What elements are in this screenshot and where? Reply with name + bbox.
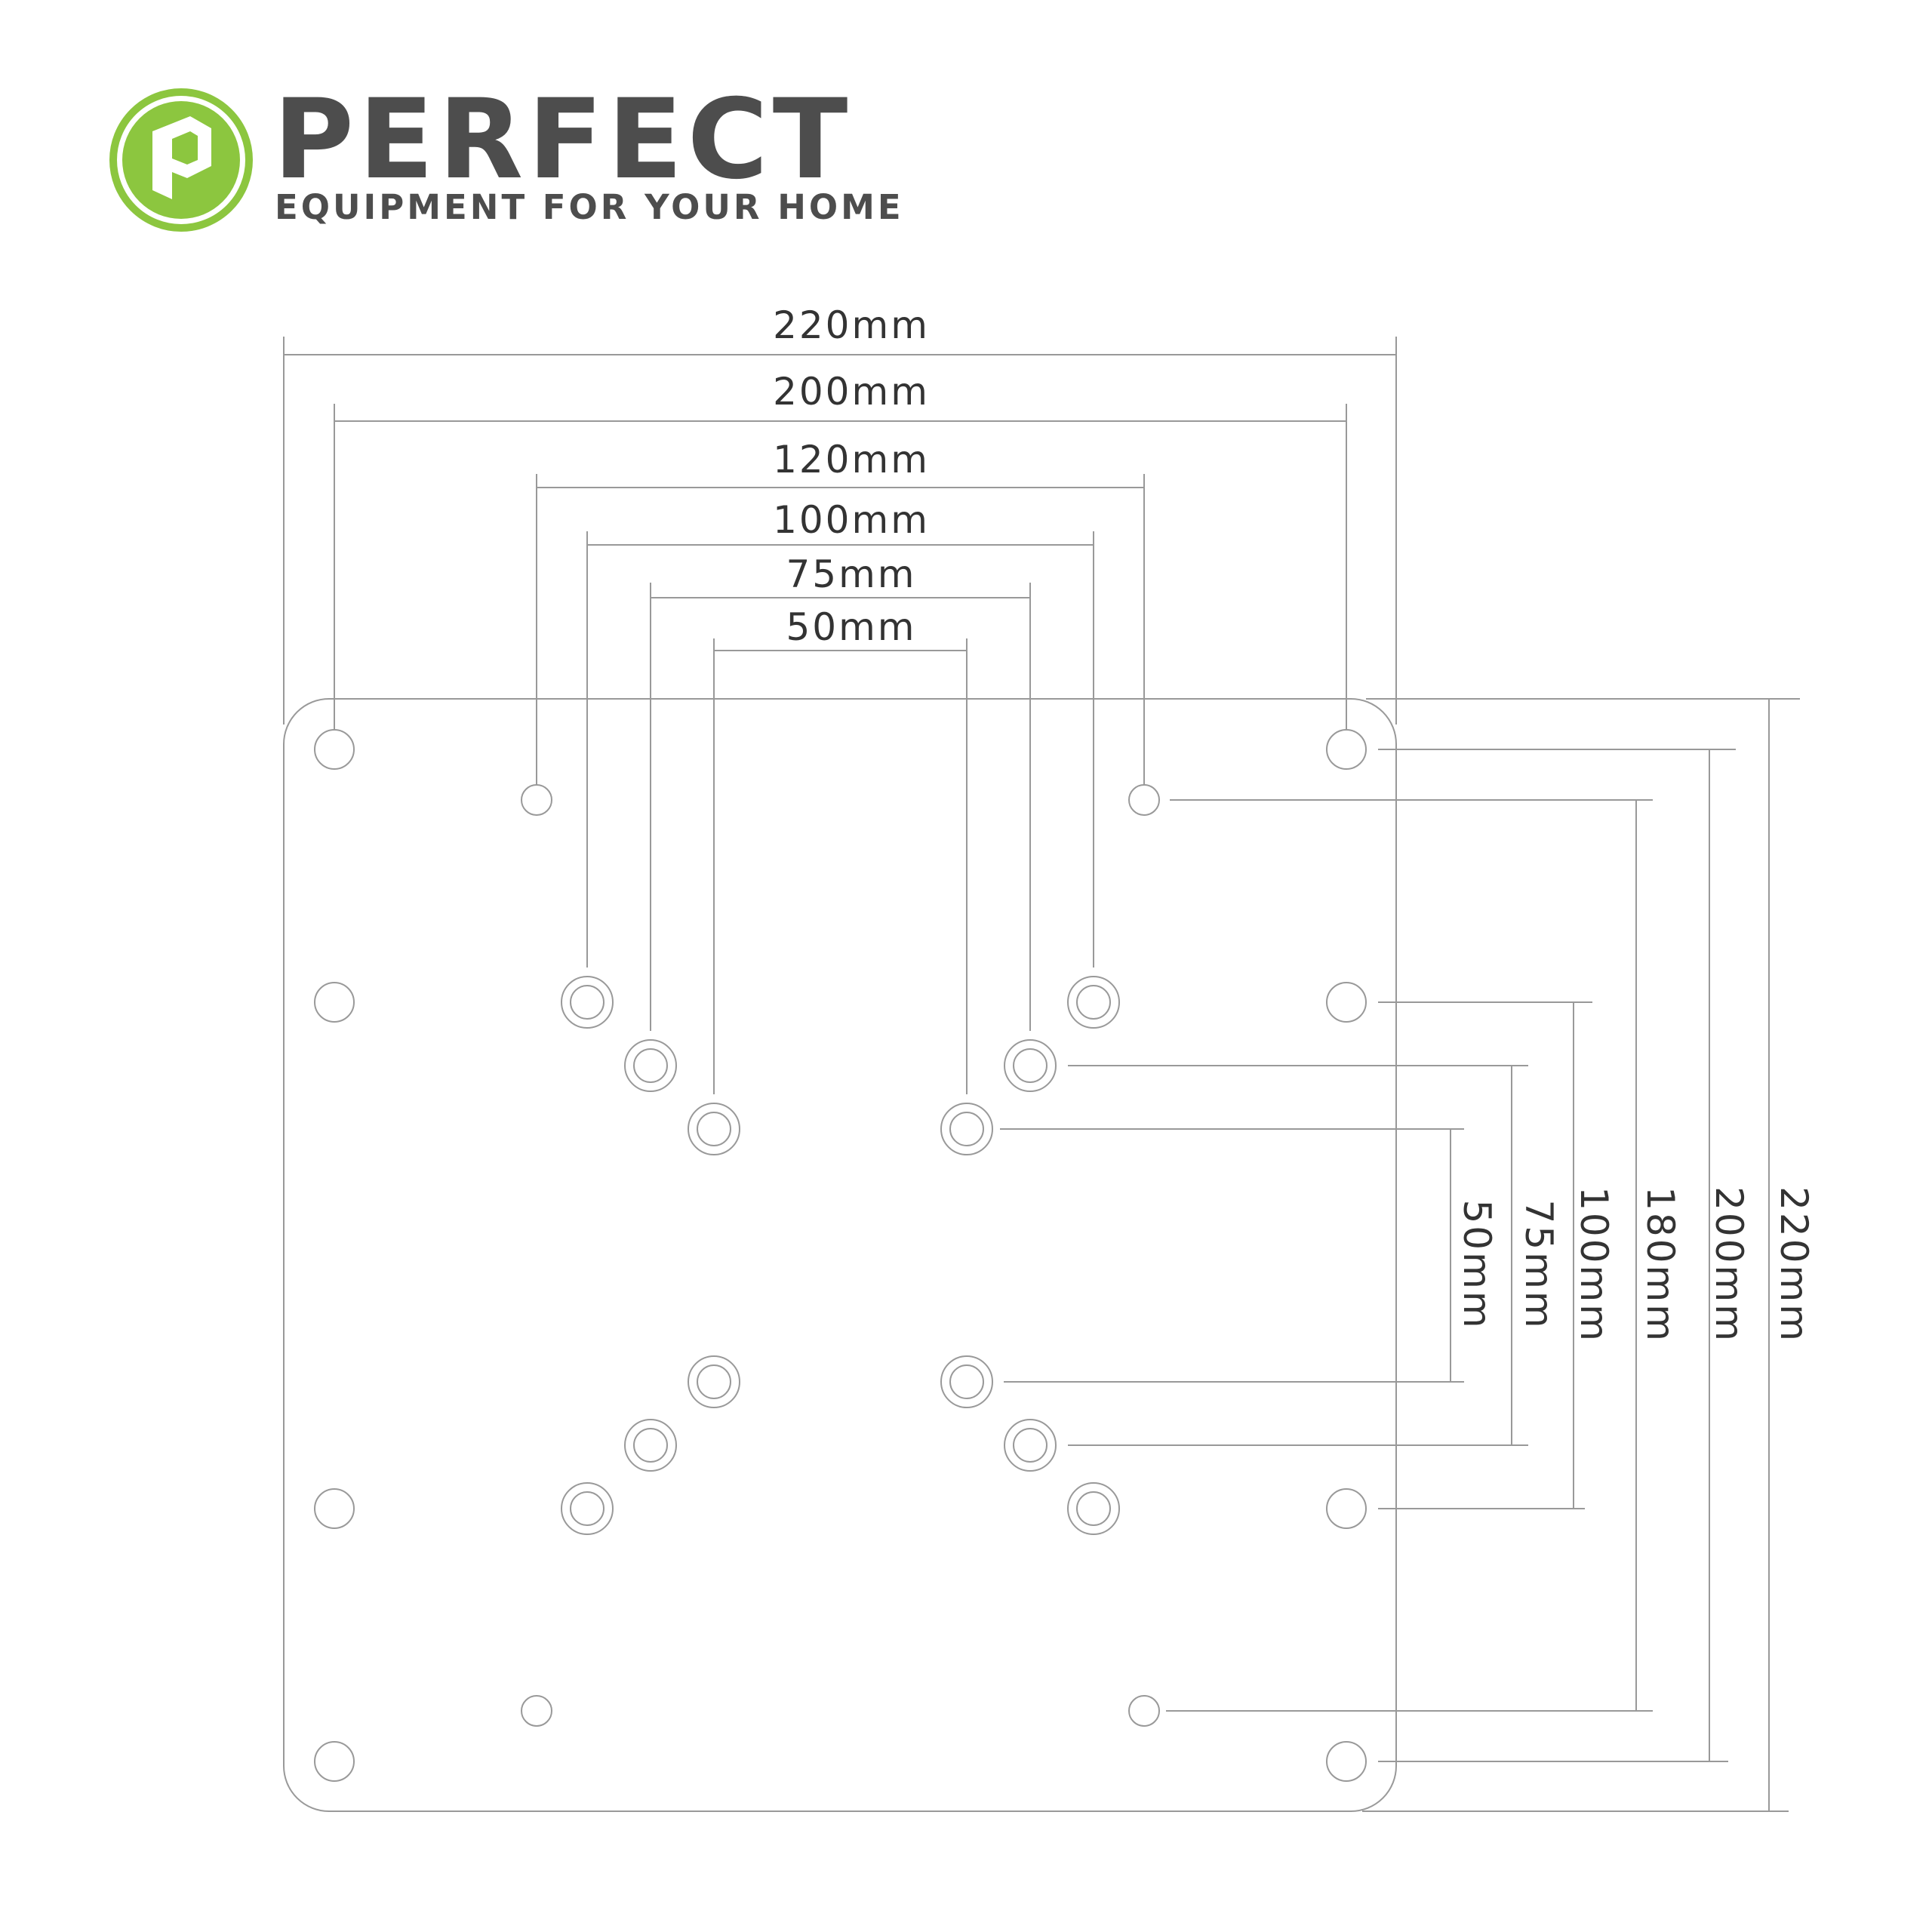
dim-label-v-75: 75mm [1517, 1199, 1561, 1330]
hole-120-tr [1128, 784, 1160, 816]
hole-120-bl [521, 1695, 552, 1727]
vertical-dimension-lines [1000, 698, 1800, 1812]
dim-label-h-120: 120mm [773, 438, 930, 481]
hole-200-tl [314, 729, 355, 770]
hole-75-bl [624, 1419, 677, 1472]
hole-50-bl [688, 1355, 740, 1408]
horizontal-dimension-labels: 220mm 200mm 120mm 100mm 75mm 50mm [773, 303, 930, 649]
hole-75-br [1004, 1419, 1057, 1472]
hole-side-l2 [314, 1488, 355, 1529]
hole-120-br [1128, 1695, 1160, 1727]
hole-side-r1 [1326, 982, 1367, 1023]
mounting-holes [314, 729, 1367, 1782]
dim-label-v-200: 200mm [1707, 1186, 1751, 1343]
hole-50-br [940, 1355, 993, 1408]
hole-200-bl [314, 1741, 355, 1782]
hole-75-tr [1004, 1039, 1057, 1092]
dim-label-v-50: 50mm [1455, 1199, 1499, 1330]
dim-label-v-180: 180mm [1638, 1186, 1682, 1343]
hole-side-r2 [1326, 1488, 1367, 1529]
dim-label-h-200: 200mm [773, 370, 930, 414]
brand-logo: PERFECT EQUIPMENT FOR YOUR HOME [106, 75, 901, 235]
hole-50-tr [940, 1103, 993, 1155]
dim-label-h-220: 220mm [773, 303, 930, 347]
hole-side-l1 [314, 982, 355, 1023]
brand-name: PERFECT [273, 75, 853, 204]
hole-75-tl [624, 1039, 677, 1092]
mounting-plate [283, 698, 1397, 1812]
dim-label-h-100: 100mm [773, 498, 930, 542]
horizontal-dimension-lines [283, 337, 1397, 1094]
p-cube-icon [109, 88, 253, 232]
dim-label-h-75: 75mm [786, 552, 916, 596]
dim-label-v-100: 100mm [1572, 1186, 1616, 1343]
hole-200-br [1326, 1741, 1367, 1782]
vertical-dimension-labels: 50mm 75mm 100mm 180mm 200mm 220mm [1455, 1186, 1816, 1343]
hole-120-tl [521, 784, 552, 816]
hole-50-tl [688, 1103, 740, 1155]
dim-label-v-220: 220mm [1772, 1186, 1816, 1343]
hole-100-tl [561, 976, 614, 1029]
hole-100-br [1067, 1482, 1120, 1535]
hole-200-tr [1326, 729, 1367, 770]
dim-label-h-50: 50mm [786, 605, 916, 649]
hole-100-tr [1067, 976, 1120, 1029]
hole-100-bl [561, 1482, 614, 1535]
brand-tagline: EQUIPMENT FOR YOUR HOME [275, 187, 904, 227]
